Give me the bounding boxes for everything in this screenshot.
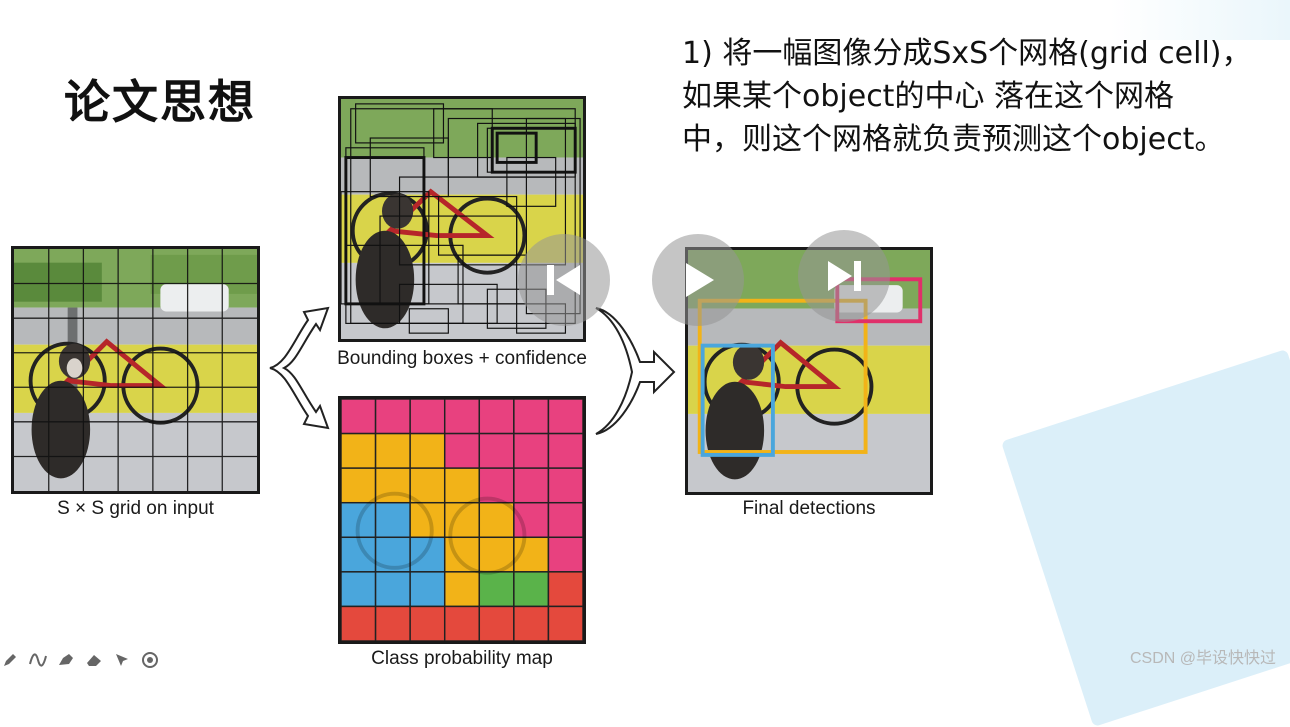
class-cell-red: [410, 606, 445, 641]
class-cell-pink: [548, 537, 583, 572]
class-cell-pink: [548, 399, 583, 434]
play-icon: [680, 261, 716, 299]
class-cell-pink: [548, 503, 583, 538]
play-button[interactable]: [652, 234, 744, 326]
skip-next-icon: [824, 258, 864, 294]
class-cell-red: [341, 606, 376, 641]
class-cell-yellow: [410, 434, 445, 469]
eraser-icon: [85, 652, 103, 668]
eraser-tool[interactable]: [84, 650, 104, 670]
class-cell-green: [479, 572, 514, 607]
skip-previous-icon: [544, 262, 584, 298]
class-cell-pink: [514, 434, 549, 469]
grid-input-image: [11, 246, 260, 494]
class-cell-blue: [410, 572, 445, 607]
class-cell-red: [479, 606, 514, 641]
class-cell-pink: [445, 434, 480, 469]
caption-grid-input: S × S grid on input: [11, 498, 260, 520]
highlighter-icon: [57, 652, 75, 668]
curve-tool[interactable]: [28, 650, 48, 670]
class-cell-pink: [479, 399, 514, 434]
class-cell-red: [548, 572, 583, 607]
class-cell-pink: [445, 399, 480, 434]
pen-tool[interactable]: [0, 650, 20, 670]
background-shape: [1001, 349, 1290, 727]
slide-description: 1) 将一幅图像分成SxS个网格(grid cell)， 如果某个object的…: [682, 32, 1290, 161]
class-cell-pink: [514, 399, 549, 434]
merge-arrow-icon: [592, 300, 678, 440]
pen-icon: [2, 652, 18, 668]
class-cell-blue: [410, 537, 445, 572]
pointer-tool[interactable]: [112, 650, 132, 670]
next-button[interactable]: [798, 230, 890, 322]
class-cell-yellow: [445, 468, 480, 503]
class-cell-yellow: [479, 503, 514, 538]
class-cell-red: [445, 606, 480, 641]
caption-bounding-boxes: Bounding boxes + confidence: [310, 348, 614, 370]
class-cell-pink: [548, 434, 583, 469]
record-icon: [141, 651, 159, 669]
annotation-toolbar: [0, 650, 160, 670]
class-cell-blue: [376, 572, 411, 607]
class-cell-pink: [479, 434, 514, 469]
caption-final-detections: Final detections: [685, 498, 933, 520]
class-cell-blue: [341, 572, 376, 607]
description-line-2: 如果某个object的中心 落在这个网格: [682, 75, 1290, 118]
record-tool[interactable]: [140, 650, 160, 670]
class-cell-red: [376, 606, 411, 641]
class-cell-yellow: [410, 468, 445, 503]
class-cell-yellow: [341, 468, 376, 503]
pointer-icon: [114, 652, 130, 668]
split-arrow-icon: [264, 300, 336, 436]
description-line-3: 中，则这个网格就负责预测这个object。: [682, 118, 1290, 161]
curve-icon: [29, 652, 47, 668]
class-cell-pink: [548, 468, 583, 503]
class-cell-yellow: [376, 434, 411, 469]
class-cell-pink: [341, 399, 376, 434]
previous-button[interactable]: [518, 234, 610, 326]
class-cell-yellow: [445, 572, 480, 607]
class-cell-pink: [376, 399, 411, 434]
caption-class-map: Class probability map: [338, 648, 586, 670]
class-cell-green: [514, 572, 549, 607]
class-cell-pink: [410, 399, 445, 434]
class-probability-map: [338, 396, 586, 644]
class-cell-pink: [514, 468, 549, 503]
class-cell-red: [548, 606, 583, 641]
description-line-1: 1) 将一幅图像分成SxS个网格(grid cell)，: [682, 32, 1290, 75]
class-map-grid: [341, 399, 583, 641]
class-cell-blue: [376, 503, 411, 538]
class-cell-yellow: [341, 434, 376, 469]
slide-title: 论文思想: [64, 66, 256, 132]
class-cell-red: [514, 606, 549, 641]
highlighter-tool[interactable]: [56, 650, 76, 670]
class-cell-yellow: [410, 503, 445, 538]
watermark: CSDN @毕设快快过: [1130, 644, 1276, 668]
